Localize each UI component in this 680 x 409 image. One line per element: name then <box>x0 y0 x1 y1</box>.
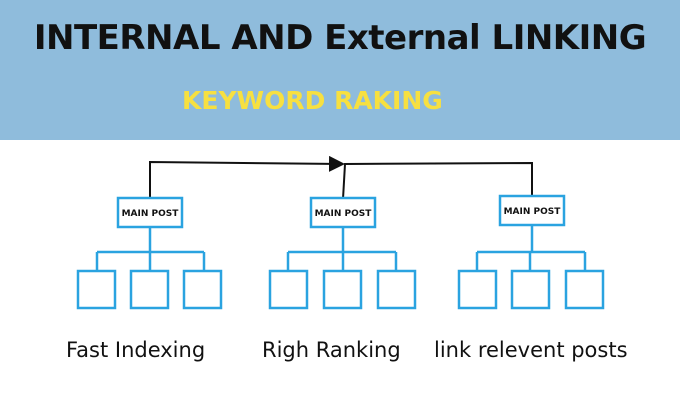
sub-post-box <box>457 269 498 310</box>
sub-post-box <box>510 269 551 310</box>
external-link-line <box>342 161 533 200</box>
main-post-label: MAIN POST <box>504 207 562 217</box>
caption-link-relevent-posts: link relevent posts <box>434 338 628 362</box>
sub-post-box <box>129 269 170 310</box>
main-post-label: MAIN POST <box>122 209 180 219</box>
cluster-fast-indexing: MAIN POST <box>76 196 223 310</box>
sub-post-box <box>76 269 117 310</box>
caption-fast-indexing: Fast Indexing <box>66 338 206 362</box>
header-banner <box>0 0 680 140</box>
cluster-link-relevent-posts: MAIN POST <box>457 194 605 310</box>
sub-post-box <box>376 269 417 310</box>
internal-link-line <box>149 155 345 199</box>
sub-post-box <box>564 269 605 310</box>
sub-post-box <box>182 269 223 310</box>
page-title: INTERNAL AND External LINKING <box>33 18 647 58</box>
sub-post-box <box>322 269 363 310</box>
page-subtitle: KEYWORD RAKING <box>182 86 443 115</box>
main-post-box <box>116 196 184 229</box>
main-post-label: MAIN POST <box>315 209 373 219</box>
sub-post-box <box>268 269 309 310</box>
cluster-righ-ranking: MAIN POST <box>268 196 417 310</box>
caption-righ-ranking: Righ Ranking <box>262 338 401 362</box>
